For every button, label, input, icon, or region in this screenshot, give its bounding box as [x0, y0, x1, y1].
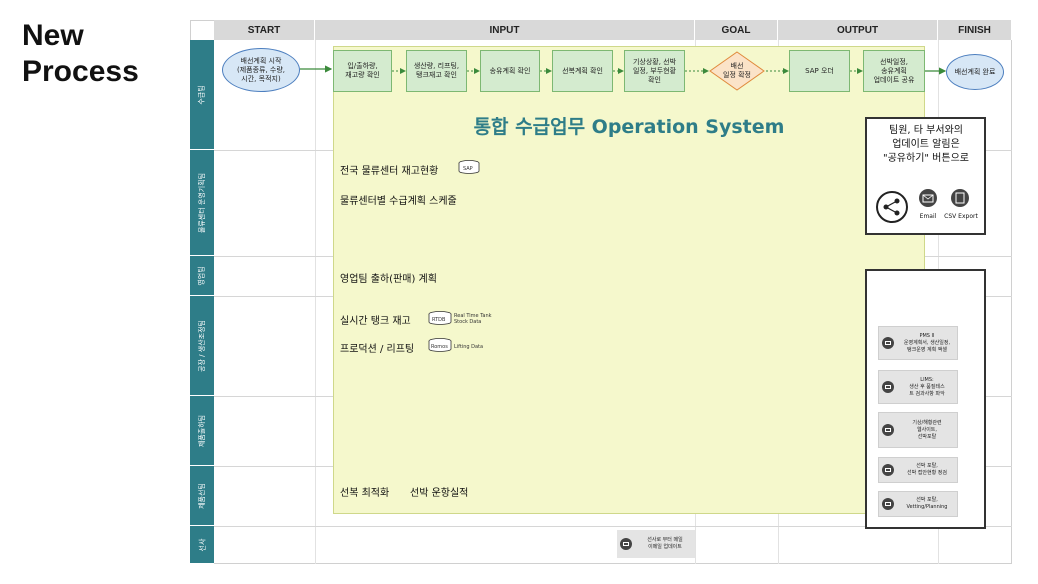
title-line-2: Process: [22, 55, 139, 88]
lane-label-supply: 수급팀: [190, 40, 214, 150]
chat-icon: [882, 424, 894, 436]
lane-label-sales: 영업팀: [190, 256, 214, 296]
phase-header-finish: FINISH: [938, 20, 1012, 40]
document-icon: [882, 337, 894, 349]
romos-database-label: Romos: [431, 344, 448, 350]
input-node-inventory: 입/출하량, 재고량 확인: [333, 50, 392, 92]
start-node: 배선계획 시작 (제품종류, 수량, 시간, 목적지): [222, 48, 300, 92]
finish-node: 배선계획 완료: [946, 54, 1004, 90]
email-button-label[interactable]: Email: [919, 213, 937, 220]
rtdb-database-icon: [428, 311, 452, 325]
system-card-pms: PMS II 운영계획서, 생산일정, 탱크운영 계획 액셀: [878, 326, 958, 360]
lane-label-logistics: 물류센터 운영기획팀: [190, 150, 214, 256]
lane-label-vessel: 제품선팀: [190, 466, 214, 526]
output-node-share: 선박일정, 송유계획 업데이트 공유: [863, 50, 925, 92]
system-card-berth: 선박 포탈, 선박 접안현황 정검: [878, 457, 958, 483]
chat-icon: [882, 464, 894, 476]
vessel-performance-text: 선박 운항실적: [410, 488, 469, 499]
input-node-production: 생산량, 리프팅, 탱크재고 확인: [406, 50, 467, 92]
goal-node-label: 배선 일정 확정: [723, 62, 751, 79]
plant-lifting-text: 프로덕션 / 리프팅: [340, 344, 415, 355]
lane-label-carrier: 선사: [190, 526, 214, 564]
sales-plan-text: 영업팀 출하(판매) 계획: [340, 274, 437, 285]
email-icon: [919, 189, 937, 207]
phase-header-start: START: [214, 20, 315, 40]
title-line-1: New: [22, 19, 84, 52]
logistics-schedule-text: 물류센터별 수급계획 스케줄: [340, 196, 457, 207]
sap-database-icon: [458, 160, 480, 174]
phase-header-goal: GOAL: [695, 20, 778, 40]
phase-header-output: OUTPUT: [778, 20, 938, 40]
plant-tank-text: 실시간 탱크 재고: [340, 316, 411, 327]
csv-export-button-label[interactable]: CSV Export: [944, 213, 978, 220]
chat-icon: [882, 381, 894, 393]
page-title: New Process: [22, 18, 139, 90]
goal-diamond: [709, 51, 765, 91]
romos-database-icon: [428, 338, 452, 352]
input-node-pipeline: 송유계획 확인: [480, 50, 540, 92]
romos-note: Lifting Data: [454, 344, 484, 350]
carrier-email-card: 선사로 부터 메일 이메일 업데이트: [617, 530, 695, 558]
operation-system-area: [333, 46, 925, 514]
rtdb-database-label: RTDB: [432, 317, 446, 323]
chat-icon: [882, 498, 894, 510]
input-node-weather: 기상상황, 선박 일정, 부두현황 확인: [624, 50, 685, 92]
lane-label-shipping: 제품출하팀: [190, 396, 214, 466]
rtdb-note: Real Time Tank Stock Data: [454, 313, 492, 325]
column-divider: [315, 40, 316, 564]
system-card-vetting: 선박 포탈, Vetting/Planning: [878, 491, 958, 517]
system-card-weather: 기상/해황관련 웹사이트, 선박포탈: [878, 412, 958, 448]
lane-divider: [214, 526, 1012, 527]
vessel-optimize-text: 선복 최적화: [340, 488, 390, 499]
system-card-lims: LIMS: 생산 후 품질테스 트 검과사항 파악: [878, 370, 958, 404]
share-panel-text: 팀원, 타 부서와의 업데이트 알림은 "공유하기" 버튼으로: [883, 125, 969, 164]
lane-label-plant: 공장 / 생산조정팀: [190, 296, 214, 396]
csv-export-icon: [951, 189, 969, 207]
share-icon: [876, 191, 908, 223]
phase-header-input: INPUT: [315, 20, 695, 40]
input-node-vessel-plan: 선복계획 확인: [552, 50, 613, 92]
output-node-sap-order: SAP 오더: [789, 50, 850, 92]
logistics-inventory-text: 전국 물류센터 재고현황: [340, 166, 439, 177]
sap-database-label: SAP: [463, 166, 473, 172]
operation-system-title: 통합 수급업무 Operation System: [473, 116, 785, 138]
email-icon: [620, 538, 632, 550]
